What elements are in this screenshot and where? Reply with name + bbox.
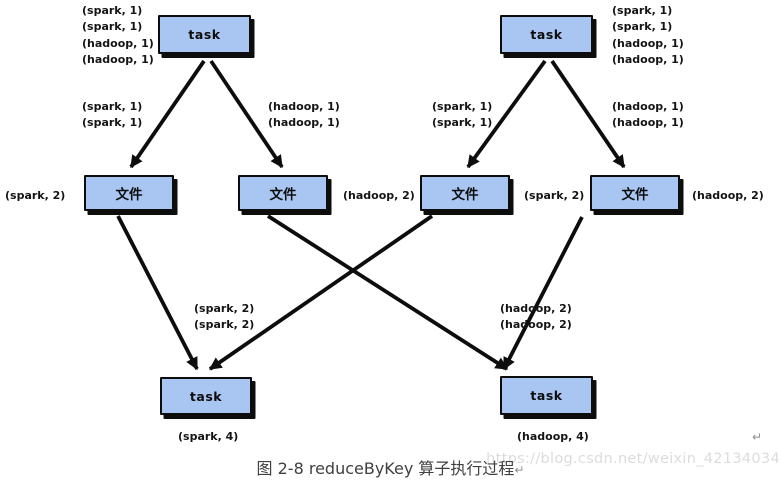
pair-line: (spark, 1) bbox=[612, 20, 673, 34]
arrow-file1-to-task3 bbox=[116, 215, 199, 371]
pair-line: (hadoop, 1) bbox=[82, 52, 154, 66]
pair-line: (hadoop, 1) bbox=[612, 100, 684, 113]
pairs-shuffle-left: (spark, 2) (spark, 2) bbox=[194, 301, 254, 334]
figure-caption-text: 图 2-8 reduceByKey 算子执行过程 bbox=[256, 459, 515, 478]
label-file4-result: (hadoop, 2) bbox=[692, 189, 764, 202]
pair-line: (hadoop, 1) bbox=[612, 116, 684, 130]
pair-line: (spark, 1) bbox=[612, 4, 673, 17]
pairs-mid-far-left: (spark, 1) (spark, 1) bbox=[82, 99, 142, 132]
node-task-top-left: task bbox=[158, 15, 251, 54]
pairs-shuffle-right: (hadoop, 2) (hadoop, 2) bbox=[500, 301, 572, 334]
pair-line: (spark, 2) bbox=[194, 318, 255, 332]
pair-line: (spark, 2) bbox=[194, 302, 255, 315]
pair-line: (hadoop, 2) bbox=[500, 318, 572, 332]
pair-line: (hadoop, 1) bbox=[268, 100, 340, 113]
arrow-file2-to-task4 bbox=[266, 214, 509, 371]
pair-line: (hadoop, 1) bbox=[612, 36, 684, 50]
pair-line: (hadoop, 1) bbox=[82, 36, 154, 50]
pair-line: (spark, 1) bbox=[82, 4, 143, 17]
node-file-3: 文件 bbox=[420, 175, 510, 211]
label-file2-result: (hadoop, 2) bbox=[343, 189, 415, 202]
node-file-2: 文件 bbox=[238, 175, 328, 211]
pair-line: (spark, 1) bbox=[82, 116, 143, 130]
caption-return-mark: ↵ bbox=[514, 463, 525, 477]
pair-line: (spark, 1) bbox=[82, 20, 143, 34]
pairs-top-left: (spark, 1) (spark, 1) (hadoop, 1) (hadoo… bbox=[82, 3, 154, 68]
pair-line: (hadoop, 2) bbox=[500, 302, 572, 315]
node-task-bottom-left: task bbox=[160, 377, 252, 415]
label-file1-result: (spark, 2) bbox=[5, 189, 66, 202]
figure-caption: 图 2-8 reduceByKey 算子执行过程↵ bbox=[0, 455, 781, 479]
pair-line: (spark, 1) bbox=[432, 100, 493, 113]
pairs-top-right: (spark, 1) (spark, 1) (hadoop, 1) (hadoo… bbox=[612, 3, 684, 68]
csdn-watermark: https://blog.csdn.net/weixin_42134034 bbox=[486, 451, 780, 467]
arrow-file4-to-task4 bbox=[502, 216, 584, 371]
pairs-mid-center-right: (spark, 1) (spark, 1) bbox=[432, 99, 492, 132]
pair-line: (hadoop, 1) bbox=[612, 52, 684, 66]
label-file3-result: (spark, 2) bbox=[524, 189, 585, 202]
paragraph-return-mark: ↵ bbox=[752, 430, 763, 444]
pair-line: (hadoop, 1) bbox=[268, 116, 340, 130]
pairs-mid-center-left: (hadoop, 1) (hadoop, 1) bbox=[268, 99, 340, 132]
node-task-top-right: task bbox=[500, 15, 593, 54]
pair-line: (spark, 1) bbox=[432, 116, 493, 130]
node-file-4: 文件 bbox=[590, 175, 680, 211]
label-result-right: (hadoop, 4) bbox=[517, 430, 589, 443]
label-result-left: (spark, 4) bbox=[178, 430, 239, 443]
pair-line: (spark, 1) bbox=[82, 100, 143, 113]
node-task-bottom-right: task bbox=[500, 376, 593, 415]
arrow-file3-to-task3 bbox=[208, 214, 434, 371]
pairs-mid-far-right: (hadoop, 1) (hadoop, 1) bbox=[612, 99, 684, 132]
node-file-1: 文件 bbox=[84, 175, 174, 211]
